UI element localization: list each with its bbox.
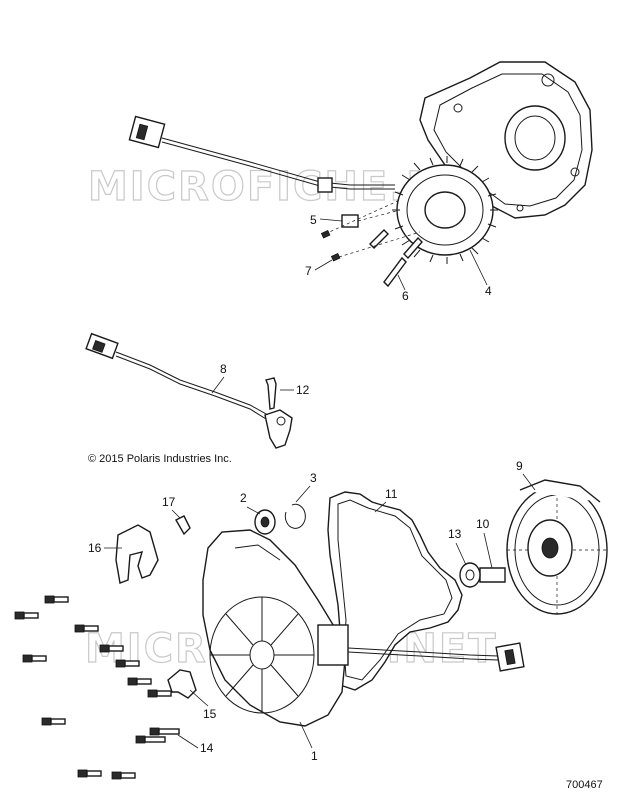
callout-8: 8 [220, 362, 227, 376]
generator-cover [202, 529, 349, 727]
callout-1: 1 [311, 749, 318, 763]
sensor-harness [85, 332, 293, 449]
illustration-number: 700467 [566, 779, 603, 791]
callout-6: 6 [402, 289, 409, 303]
callout-10: 10 [476, 517, 490, 531]
stator-wire-harness [128, 115, 395, 193]
stator-screws [320, 229, 423, 288]
cover-wire-harness [347, 642, 525, 672]
sensor-bolt [265, 377, 277, 410]
callout-13: 13 [448, 527, 462, 541]
bearing [254, 509, 276, 535]
wire-clamp [341, 214, 359, 228]
callout-17: 17 [162, 495, 176, 509]
bracket-15 [167, 669, 197, 699]
callout-4: 4 [485, 284, 492, 298]
callout-9: 9 [516, 459, 523, 473]
clip-17 [175, 515, 191, 536]
callout-7: 7 [305, 264, 312, 278]
bracket-16 [115, 524, 159, 584]
flywheel [506, 479, 608, 615]
callout-5: 5 [310, 213, 317, 227]
callout-15: 15 [203, 707, 217, 721]
cover-gasket [327, 491, 463, 691]
flywheel-washer-spacer [459, 562, 506, 588]
callout-2: 2 [240, 491, 247, 505]
cover-bolts [14, 595, 180, 780]
retaining-ring [284, 503, 306, 529]
stator [392, 156, 498, 264]
callout-14: 14 [200, 741, 214, 755]
callout-16: 16 [88, 541, 102, 555]
copyright-notice: © 2015 Polaris Industries Inc. [88, 453, 232, 465]
callout-3: 3 [310, 471, 317, 485]
callout-12: 12 [296, 383, 310, 397]
callout-11: 11 [385, 487, 398, 501]
